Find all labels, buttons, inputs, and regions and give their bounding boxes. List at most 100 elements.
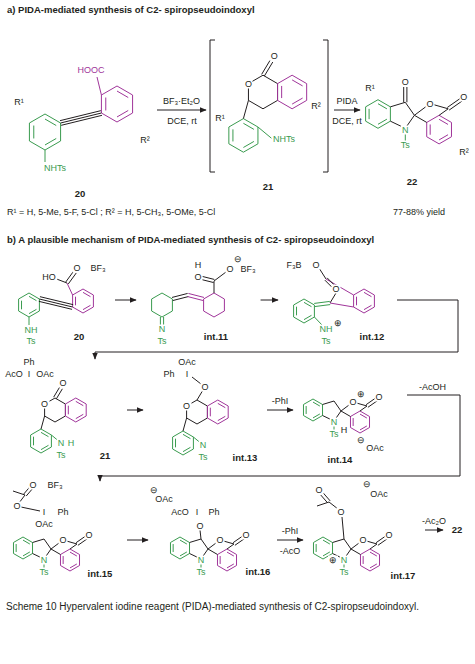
atom-label: N [40, 556, 49, 565]
bond [41, 432, 48, 436]
bond [70, 564, 77, 568]
bond [208, 549, 218, 555]
bond [61, 115, 102, 125]
bond [360, 549, 379, 571]
bond [370, 552, 377, 556]
atom-label: Ts [56, 451, 67, 460]
bond [40, 297, 73, 305]
atom-label: Ts [400, 141, 411, 150]
atom-label: O [241, 531, 250, 540]
caption: Scheme 10 Hypervalent iodine reagent (PI… [6, 600, 468, 613]
atom-label: O [215, 536, 224, 545]
atom-label: BF₃ [89, 264, 106, 273]
bond [83, 292, 90, 296]
compound-number: int.14 [327, 455, 354, 465]
atom-label: O [84, 531, 93, 540]
bond [370, 564, 377, 568]
reaction-arrow [261, 300, 278, 301]
atom-label: N [158, 325, 167, 334]
bond [210, 408, 211, 417]
bond [170, 537, 189, 559]
reaction-arrow [334, 110, 360, 111]
condition-text: -AcO [279, 547, 302, 556]
atom-label: O [331, 285, 340, 294]
bond [31, 429, 52, 453]
atom-label: H [194, 261, 203, 270]
bond [65, 398, 86, 422]
bond [243, 123, 253, 129]
atom-label: Ts [339, 568, 350, 577]
compound-number: 21 [262, 182, 275, 192]
bond [45, 138, 56, 144]
atom-label: N [199, 441, 208, 450]
condition-text: DCE, rt [166, 117, 198, 126]
compound: OAcPhIOONTsint.13 [145, 360, 265, 465]
bond [101, 86, 132, 122]
bond [152, 293, 173, 317]
bond [281, 86, 282, 98]
reagent-label: -PhI [281, 527, 300, 536]
bond [364, 305, 371, 309]
atom-label: O [348, 398, 357, 407]
compound: ⊖OAcAcOIPhOOONTsint.16 [150, 482, 275, 582]
bond [68, 273, 76, 284]
bond [29, 309, 36, 313]
atom-label: Ph [22, 358, 35, 367]
atom-label: H [340, 426, 349, 435]
bond [342, 517, 344, 539]
bond [360, 426, 367, 430]
bond [19, 293, 40, 317]
atom-label: Ts [196, 568, 207, 577]
atom-label: R² [139, 136, 151, 145]
bond [354, 289, 375, 313]
atom-label: HOOC [77, 66, 106, 75]
bond [180, 552, 187, 556]
reagent-label: -AcOH [418, 383, 447, 392]
bond [227, 552, 234, 556]
atom-label: Ph [56, 508, 69, 517]
bond [243, 141, 253, 147]
atom-label: R² [310, 102, 322, 111]
bond [439, 135, 448, 140]
bond [172, 293, 188, 297]
atom-label: F₃B [285, 261, 302, 270]
bond [369, 109, 370, 119]
bond [204, 293, 225, 317]
atom-label: ⊖ [362, 480, 372, 489]
atom-label: OAc [154, 495, 174, 504]
bond [68, 406, 69, 415]
bond [21, 507, 40, 511]
compound-number: 22 [406, 177, 419, 187]
bond [430, 124, 431, 134]
compound: O⊖OAcOOON⊕Tsint.17 [305, 482, 423, 583]
condition-text: 77-88% yield [392, 208, 446, 217]
bond [363, 556, 364, 564]
atom-label: I [42, 508, 47, 517]
compound: PhAcOIOAcOONHTs21 [5, 360, 125, 465]
bond [317, 502, 329, 506]
compound-number: int.16 [245, 567, 272, 577]
bond [75, 297, 76, 306]
atom-label: O [401, 78, 410, 87]
atom-label: N [330, 418, 339, 427]
bond [202, 276, 214, 279]
reagent-label: BF₃·Et₂O [162, 97, 201, 106]
atom-label: I [27, 370, 32, 379]
reagent-label: -Ac₂O [421, 517, 447, 526]
bond [439, 119, 448, 124]
bond [427, 115, 452, 144]
bond [316, 544, 317, 552]
compound-number: 21 [99, 451, 112, 461]
bond [314, 301, 330, 303]
compound-number: int.13 [232, 453, 259, 463]
bond [258, 127, 271, 138]
reagent-label: PIDA [335, 97, 358, 106]
compound: HOOCR¹R²NHTs20 [5, 22, 155, 201]
bond [323, 40, 328, 172]
bond [29, 317, 30, 325]
atom-label: N [197, 556, 206, 565]
bond [33, 126, 34, 139]
bond [180, 540, 187, 544]
bond [83, 305, 90, 309]
